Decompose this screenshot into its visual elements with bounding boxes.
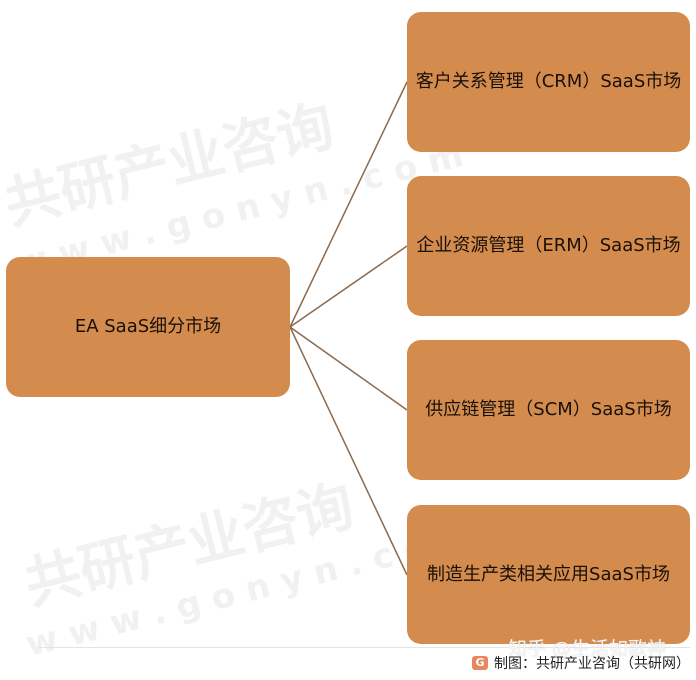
connector-line xyxy=(289,81,408,328)
child-node-crm: 客户关系管理（CRM）SaaS市场 xyxy=(407,12,690,152)
child-label: 客户关系管理（CRM）SaaS市场 xyxy=(415,71,682,92)
footer-source: G 制图：共研产业咨询（共研网） xyxy=(472,653,690,673)
connector-line xyxy=(289,326,408,411)
connector-line xyxy=(289,245,408,328)
zhihu-watermark: 知乎 @生活如歌神 xyxy=(508,638,667,660)
source-text: 制图：共研产业咨询（共研网） xyxy=(494,656,690,672)
child-node-manufacturing: 制造生产类相关应用SaaS市场 xyxy=(407,505,690,644)
child-label: 供应链管理（SCM）SaaS市场 xyxy=(425,399,672,420)
child-label: 制造生产类相关应用SaaS市场 xyxy=(427,563,670,585)
connector-line xyxy=(289,326,408,576)
root-label: EA SaaS细分市场 xyxy=(74,316,222,337)
child-node-scm: 供应链管理（SCM）SaaS市场 xyxy=(407,340,690,480)
child-node-erm: 企业资源管理（ERM）SaaS市场 xyxy=(407,176,690,316)
child-label: 企业资源管理（ERM）SaaS市场 xyxy=(416,235,681,256)
root-node: EA SaaS细分市场 xyxy=(6,257,290,397)
footer-divider xyxy=(38,647,690,648)
gonyn-logo-icon: G xyxy=(472,656,488,670)
